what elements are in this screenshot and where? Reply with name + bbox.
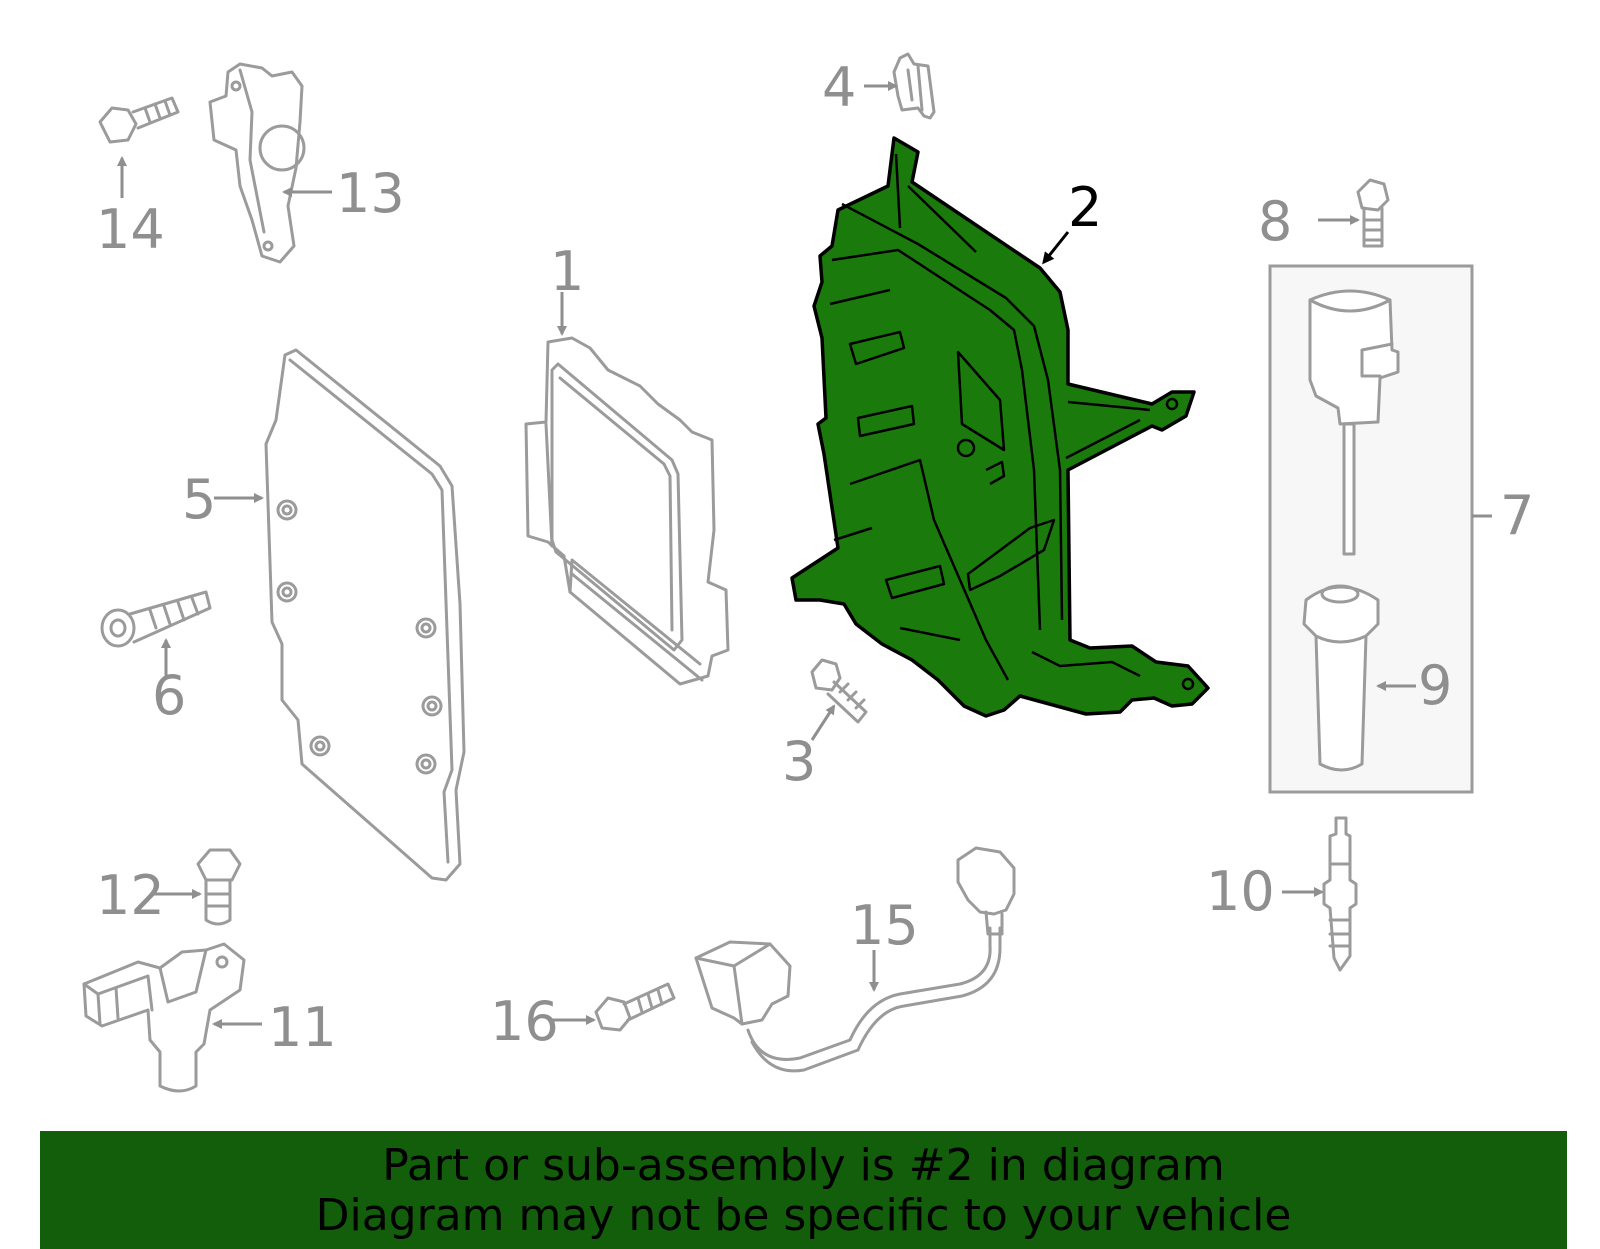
callout-1: 1: [550, 240, 584, 303]
callout-15: 15: [850, 894, 919, 957]
banner-line-1: Part or sub-assembly is #2 in diagram: [382, 1140, 1225, 1191]
part-12-bolt[interactable]: [154, 848, 242, 926]
part-2-bracket-highlighted[interactable]: [790, 136, 1210, 718]
callout-16: 16: [490, 990, 559, 1053]
callout-14: 14: [96, 198, 165, 261]
part-10-spark-plug[interactable]: [1282, 816, 1358, 972]
part-15-knock-sensor[interactable]: [694, 846, 1016, 1073]
part-16-bolt[interactable]: [552, 982, 676, 1032]
callout-13: 13: [336, 162, 405, 225]
callout-3: 3: [782, 730, 816, 793]
part-14-bolt[interactable]: [98, 96, 180, 198]
callout-5: 5: [182, 468, 216, 531]
part-8-bolt[interactable]: [1318, 178, 1390, 248]
callout-7: 7: [1500, 484, 1534, 547]
callout-4: 4: [822, 56, 856, 119]
callout-12: 12: [96, 864, 165, 927]
part-6-bolt[interactable]: [100, 590, 212, 678]
callout-11: 11: [268, 996, 337, 1059]
banner-line-2: Diagram may not be specific to your vehi…: [315, 1190, 1292, 1241]
part-1-ecu[interactable]: [524, 292, 730, 686]
callout-2: 2: [1068, 176, 1102, 239]
callout-8: 8: [1258, 190, 1292, 253]
part-3-bolt[interactable]: [810, 658, 868, 741]
part-9-ignition-coil[interactable]: [1302, 289, 1416, 772]
info-banner: Part or sub-assembly is #2 in diagram Di…: [40, 1131, 1567, 1249]
part-11-sensor[interactable]: [82, 942, 262, 1093]
part-5-cover[interactable]: [214, 348, 466, 882]
part-4-clip[interactable]: [864, 52, 936, 120]
callout-6: 6: [152, 664, 186, 727]
part-13-bracket[interactable]: [208, 62, 332, 264]
callout-9: 9: [1418, 654, 1452, 717]
callout-10: 10: [1206, 860, 1275, 923]
